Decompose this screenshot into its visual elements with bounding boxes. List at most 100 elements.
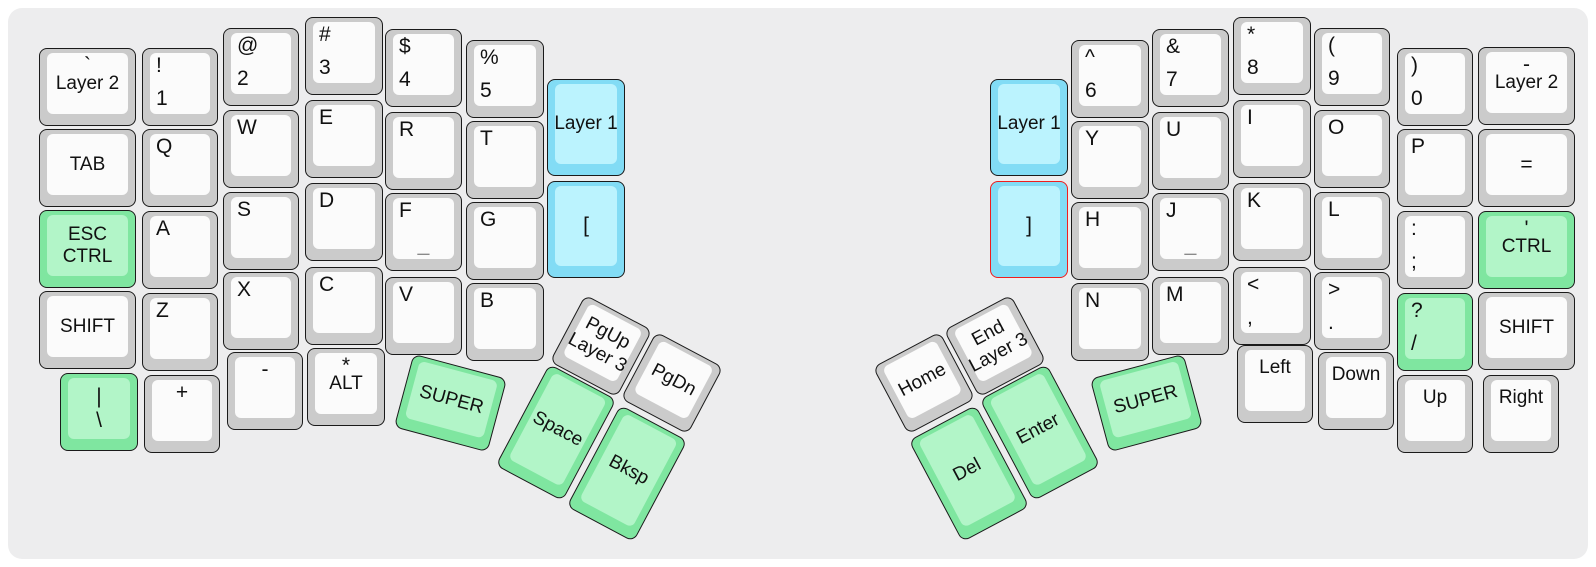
key-amp-7[interactable]: &7 <box>1152 29 1229 107</box>
key-h[interactable]: H <box>1071 202 1149 280</box>
keycap-surface: !1 <box>150 53 210 114</box>
key-label: . <box>1328 310 1334 334</box>
key-quote-ctrl[interactable]: 'CTRL <box>1478 211 1575 289</box>
key-m[interactable]: M <box>1152 277 1229 355</box>
key-v[interactable]: V <box>385 277 462 355</box>
key-q[interactable]: Q <box>142 129 218 207</box>
key-percent-5[interactable]: %5 <box>466 40 544 118</box>
key-label: F <box>399 199 412 222</box>
key-down-arrow[interactable]: Down <box>1318 352 1394 430</box>
keycap-surface: C <box>313 272 375 333</box>
key-label-stack: CTRL <box>1486 216 1567 277</box>
key-up-arrow[interactable]: Up <box>1397 375 1473 453</box>
key-label: 2 <box>237 66 249 90</box>
key-s[interactable]: S <box>223 192 299 270</box>
key-gt-period[interactable]: >. <box>1314 272 1390 350</box>
key-o[interactable]: O <box>1314 110 1390 188</box>
keycap-surface: S <box>231 197 291 258</box>
key-label: SUPER <box>1110 380 1180 418</box>
key-label: G <box>480 208 497 231</box>
key-minus[interactable]: - <box>227 352 303 430</box>
key-right-arrow[interactable]: Right <box>1483 375 1559 453</box>
key-label-stack: TAB <box>47 134 128 195</box>
key-label: Down <box>1331 364 1381 385</box>
key-lbracket[interactable]: [ <box>547 181 625 278</box>
key-pipe-backslash[interactable]: |\ <box>60 373 138 451</box>
keycap-surface: *8 <box>1241 22 1303 83</box>
key-c[interactable]: C <box>305 267 383 345</box>
key-n[interactable]: N <box>1071 283 1149 361</box>
key-rparen-0[interactable]: )0 <box>1397 48 1473 126</box>
keycap-surface: B <box>474 288 536 349</box>
key-f[interactable]: F_ <box>385 193 462 271</box>
key-plus[interactable]: + <box>144 375 220 453</box>
key-label: Z <box>156 299 169 322</box>
key-label: SUPER <box>416 380 486 418</box>
key-shift-right[interactable]: SHIFT <box>1478 292 1575 370</box>
key-equals[interactable]: = <box>1478 129 1575 207</box>
key-label: 0 <box>1411 86 1423 110</box>
keycap-surface: P <box>1405 134 1465 195</box>
key-label: X <box>237 278 252 301</box>
key-label-stack: Layer 2 <box>1486 52 1567 113</box>
key-d[interactable]: D <box>305 183 383 261</box>
key-i[interactable]: I <box>1233 100 1311 178</box>
keycap-surface: |\ <box>68 378 130 439</box>
key-label: Layer 1 <box>554 113 618 135</box>
key-a[interactable]: A <box>142 211 218 289</box>
key-t[interactable]: T <box>466 121 544 199</box>
key-label: M <box>1166 283 1184 306</box>
key-star-8[interactable]: *8 <box>1233 17 1311 95</box>
key-y[interactable]: Y <box>1071 121 1149 199</box>
key-at-2[interactable]: @2 <box>223 28 299 106</box>
key-label: _ <box>417 232 430 256</box>
key-star-alt[interactable]: *ALT <box>307 348 385 426</box>
key-rbracket[interactable]: ] <box>990 181 1068 278</box>
key-lparen-9[interactable]: (9 <box>1314 28 1390 106</box>
key-u[interactable]: U <box>1152 112 1229 190</box>
key-g[interactable]: G <box>466 202 544 280</box>
key-k[interactable]: K <box>1233 183 1311 261</box>
key-left-arrow[interactable]: Left <box>1237 345 1313 423</box>
key-label: CTRL <box>62 245 113 267</box>
key-label: + <box>175 381 189 404</box>
key-p[interactable]: P <box>1397 129 1473 207</box>
key-caret-6[interactable]: ^6 <box>1071 40 1149 118</box>
key-label: Del <box>949 453 985 486</box>
key-label: 6 <box>1085 78 1097 102</box>
keycap-surface: I <box>1241 105 1303 166</box>
key-grave-layer2[interactable]: `Layer 2 <box>39 48 136 126</box>
key-dollar-4[interactable]: $4 <box>385 29 462 107</box>
key-r[interactable]: R <box>385 112 462 190</box>
keycap-surface: SUPER <box>1098 360 1192 439</box>
key-x[interactable]: X <box>223 272 299 350</box>
key-layer1-left[interactable]: Layer 1 <box>547 79 625 176</box>
key-label: S <box>237 198 252 221</box>
key-shift-left[interactable]: SHIFT <box>39 291 136 369</box>
keycap-surface: :; <box>1405 216 1465 277</box>
key-z[interactable]: Z <box>142 293 218 371</box>
key-question-slash[interactable]: ?/ <box>1397 293 1473 371</box>
keycap-surface: -Layer 2 <box>1486 52 1567 113</box>
key-label-stack: SHIFT <box>1486 297 1567 358</box>
key-label: 4 <box>399 67 411 91</box>
keycap-surface: A <box>150 216 210 277</box>
keycap-surface: E <box>313 105 375 166</box>
keycap-surface: M <box>1160 282 1221 343</box>
key-tab[interactable]: TAB <box>39 129 136 207</box>
key-minus-layer2[interactable]: -Layer 2 <box>1478 47 1575 125</box>
key-w[interactable]: W <box>223 110 299 188</box>
key-b[interactable]: B <box>466 283 544 361</box>
key-j[interactable]: J_ <box>1152 193 1229 271</box>
key-lt-comma[interactable]: <, <box>1233 267 1311 345</box>
key-colon-semicolon[interactable]: :; <box>1397 211 1473 289</box>
key-e[interactable]: E <box>305 100 383 178</box>
keycap-surface: T <box>474 126 536 187</box>
key-label: 8 <box>1247 55 1259 79</box>
keycap-surface: U <box>1160 117 1221 178</box>
key-layer1-right[interactable]: Layer 1 <box>990 79 1068 176</box>
key-l[interactable]: L <box>1314 192 1390 270</box>
key-excl-1[interactable]: !1 <box>142 48 218 126</box>
key-hash-3[interactable]: #3 <box>305 17 383 95</box>
